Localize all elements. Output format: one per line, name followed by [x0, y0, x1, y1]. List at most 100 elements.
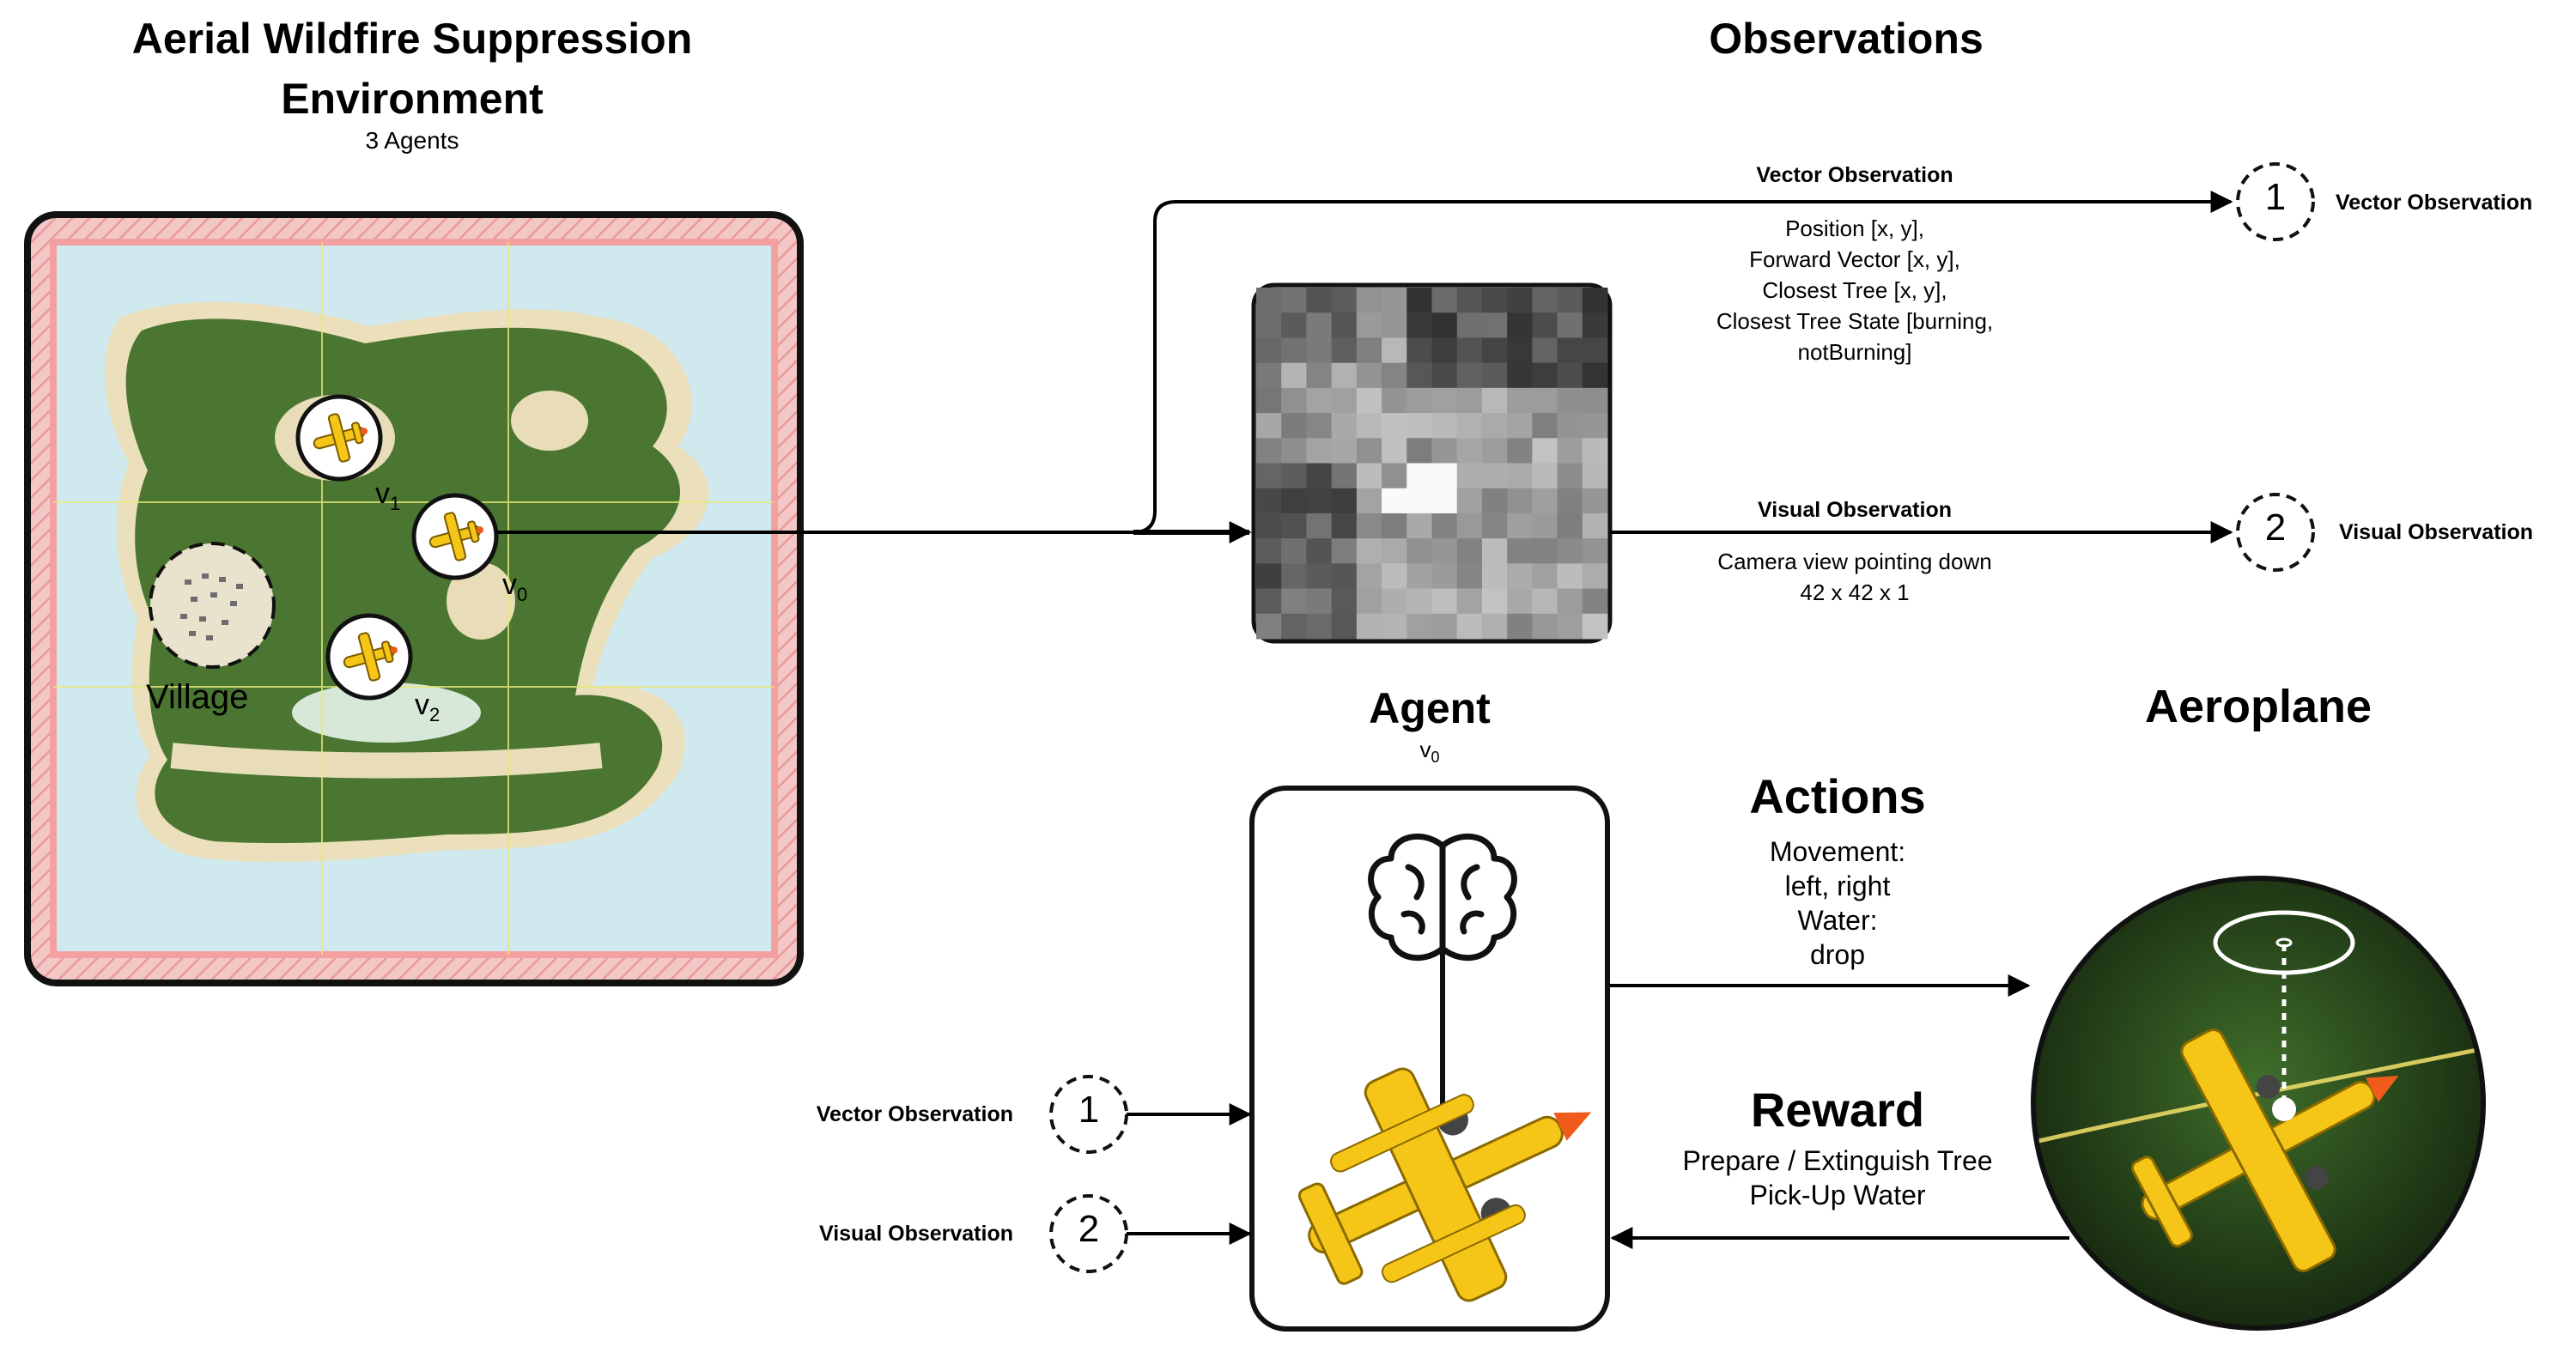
- observation-pixel: [1431, 588, 1458, 615]
- observation-pixel: [1331, 387, 1358, 414]
- observation-pixel: [1557, 387, 1583, 414]
- observation-pixel: [1481, 613, 1508, 640]
- observation-pixel: [1532, 588, 1558, 615]
- observation-pixel: [1382, 413, 1407, 439]
- observation-pixel: [1507, 613, 1533, 640]
- observation-pixel: [1306, 463, 1333, 489]
- observation-pixel: [1431, 538, 1458, 564]
- observation-pixel: [1356, 588, 1382, 615]
- environment-title-line2: Environment: [281, 75, 544, 123]
- observation-pixel: [1406, 288, 1432, 313]
- observation-pixel: [1382, 463, 1407, 489]
- environment-subtitle: 3 Agents: [365, 127, 459, 154]
- observation-pixel: [1281, 463, 1307, 489]
- observation-pixel: [1306, 387, 1333, 414]
- observation-pixel: [1481, 463, 1508, 489]
- observation-pixel: [1557, 288, 1583, 313]
- observation-pixel: [1532, 613, 1558, 640]
- observation-pixel: [1281, 362, 1307, 389]
- observation-pixel: [1481, 288, 1508, 313]
- observation-pixel: [1557, 362, 1583, 389]
- observation-pixel: [1382, 513, 1407, 539]
- observation-pixel: [1306, 513, 1333, 539]
- agent-label-v0-base: v: [502, 568, 517, 601]
- observation-pixel: [1331, 513, 1358, 539]
- observation-pixel: [1306, 438, 1333, 464]
- observation-pixel: [1382, 438, 1407, 464]
- observation-pixel: [1256, 513, 1282, 539]
- observation-pixel: [1281, 413, 1307, 439]
- observation-pixel: [1382, 362, 1407, 389]
- observation-pixel: [1256, 438, 1282, 464]
- observation-pixel: [1557, 613, 1583, 640]
- observation-pixel: [1306, 613, 1333, 640]
- observation-pixel: [1582, 413, 1608, 439]
- observation-pixel: [1481, 387, 1508, 414]
- observation-pixel: [1582, 387, 1608, 414]
- observation-pixel: [1382, 312, 1407, 338]
- actions-line: Movement:: [1769, 836, 1906, 867]
- village-marker: [149, 542, 276, 669]
- observation-pixel: [1507, 488, 1533, 514]
- observation-pixel: [1281, 438, 1307, 464]
- observation-pixel: [1431, 387, 1458, 414]
- observation-pixel: [1456, 413, 1483, 439]
- observation-pixel: [1356, 463, 1382, 489]
- observation-pixel: [1406, 413, 1432, 439]
- visual-observation-details: Camera view pointing down 42 x 42 x 1: [1631, 546, 2078, 608]
- observation-pixel: [1557, 413, 1583, 439]
- observation-pixel: [1456, 563, 1483, 590]
- actions-details: Movement: left, right Water: drop: [1657, 834, 2018, 972]
- observation-pixel: [1356, 362, 1382, 389]
- observation-pixel: [1281, 312, 1307, 338]
- observation-pixel: [1256, 538, 1282, 564]
- observation-pixel: [1306, 488, 1333, 514]
- observation-pixel: [1331, 463, 1358, 489]
- observation-pixel: [1382, 538, 1407, 564]
- agent-plane-illustration: [1297, 1067, 1592, 1302]
- observation-pixel: [1481, 588, 1508, 615]
- badge-visual-label: Visual Observation: [2339, 520, 2534, 544]
- observation-pixel: [1582, 312, 1608, 338]
- observation-pixel: [1256, 563, 1282, 590]
- observations-title: Observations: [1709, 15, 1984, 63]
- vector-observation-line: Closest Tree State [burning,: [1716, 308, 1994, 334]
- observation-pixel: [1281, 613, 1307, 640]
- vector-observation-line: Forward Vector [x, y],: [1749, 246, 1960, 272]
- observation-pixel: [1557, 563, 1583, 590]
- observation-pixel: [1507, 463, 1533, 489]
- observation-pixel: [1456, 513, 1483, 539]
- brain-icon: [1368, 833, 1517, 1119]
- badge-vector-label: Vector Observation: [2336, 191, 2533, 215]
- observation-pixel: [1406, 588, 1432, 615]
- observation-pixel: [1331, 362, 1358, 389]
- observation-pixel: [1557, 513, 1583, 539]
- visual-observation-line: Camera view pointing down: [1717, 549, 1992, 574]
- agent-title: Agent: [1369, 684, 1491, 732]
- observation-pixel: [1532, 513, 1558, 539]
- observation-pixel: [1532, 488, 1558, 514]
- reward-line: Prepare / Extinguish Tree: [1682, 1145, 1993, 1176]
- observation-pixel: [1356, 337, 1382, 364]
- environment-map: [24, 211, 804, 986]
- agent-label-v0-sub: 0: [517, 583, 528, 605]
- observation-pixel: [1306, 413, 1333, 439]
- observation-pixel: [1406, 463, 1432, 489]
- observation-pixel: [1356, 488, 1382, 514]
- observation-pixel: [1431, 337, 1458, 364]
- observation-pixel: [1331, 312, 1358, 338]
- observation-pixel: [1431, 488, 1458, 514]
- vector-observation-heading: Vector Observation: [1756, 163, 1953, 187]
- observation-pixel: [1582, 563, 1608, 590]
- observation-pixel: [1507, 563, 1533, 590]
- observation-pixel: [1331, 337, 1358, 364]
- observation-pixel: [1331, 288, 1358, 313]
- agent-subtitle: v0: [1254, 737, 1606, 767]
- observation-pixel: [1507, 362, 1533, 389]
- badge-visual-number: 2: [2264, 507, 2287, 549]
- agent-label-v1: v1: [375, 477, 400, 515]
- observation-pixel: [1557, 463, 1583, 489]
- observation-pixel: [1382, 288, 1407, 313]
- reward-title: Reward: [1750, 1083, 1925, 1137]
- observation-pixel: [1557, 438, 1583, 464]
